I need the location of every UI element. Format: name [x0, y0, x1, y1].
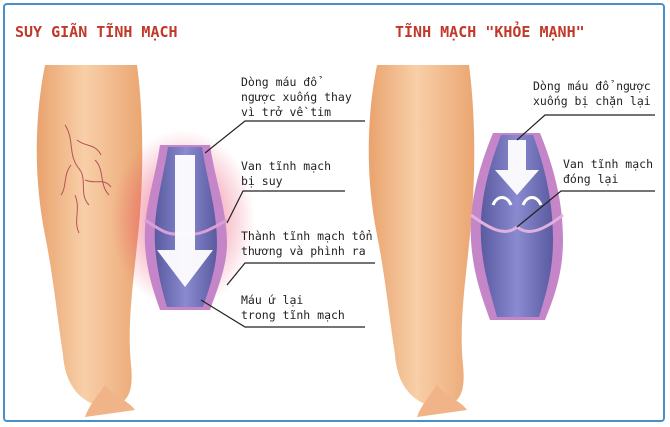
- callout-damaged-wall: Thành tĩnh mạch tổn thương và phình ra: [241, 229, 373, 259]
- diagram-frame: SUY GIÃN TĨNH MẠCH TĨNH MẠCH "KHỎE MẠNH"…: [3, 3, 665, 422]
- callout-reflux-blocked: Dòng máu đổ ngược xuống bị chặn lại: [533, 79, 651, 109]
- title-healthy: TĨNH MẠCH "KHỎE MẠNH": [395, 23, 585, 41]
- callout-reflux: Dòng máu đổ ngược xuống thay vì trở về t…: [241, 75, 352, 120]
- callout-pooled-blood: Máu ứ lại trong tĩnh mạch: [241, 293, 345, 323]
- title-varicose: SUY GIÃN TĨNH MẠCH: [15, 23, 178, 41]
- callout-failed-valve: Van tĩnh mạch bị suy: [241, 159, 331, 189]
- damaged-vein: [111, 130, 255, 310]
- callout-closed-valve: Van tĩnh mạch đóng lại: [563, 157, 653, 187]
- right-leg: [369, 65, 475, 417]
- diagram-artwork: [5, 5, 665, 422]
